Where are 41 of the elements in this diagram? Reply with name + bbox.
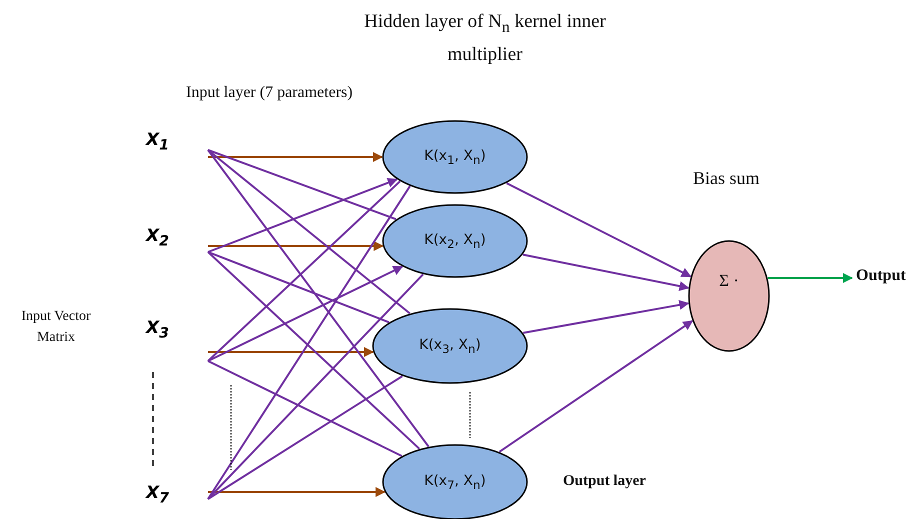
arrow — [208, 347, 374, 357]
connector-line — [207, 149, 430, 448]
connector-line — [207, 251, 420, 450]
arrow — [768, 273, 853, 283]
layer-label: Output layer — [563, 473, 646, 490]
arrow — [498, 320, 694, 453]
arrow — [208, 152, 383, 162]
connector-line — [208, 149, 396, 220]
kernel-label: K(x$_{2}$, X$_{n}$) — [424, 232, 486, 250]
input-variable: X$_{7}$ — [146, 483, 169, 506]
connector-line — [208, 360, 402, 457]
arrow — [208, 178, 398, 253]
output-label: Output — [856, 267, 906, 285]
node-caption: Bias sum — [693, 168, 760, 189]
input-variable: X$_{1}$ — [146, 130, 169, 154]
kernel-node — [382, 444, 528, 519]
connector-line — [207, 375, 403, 500]
input-variable: X$_{2}$ — [146, 226, 169, 250]
summation-node — [688, 240, 770, 352]
layer-label: Input Vector Matrix — [20, 308, 92, 347]
arrow — [208, 266, 404, 362]
input-variable: X$_{3}$ — [146, 318, 169, 342]
layer-label: Input layer (7 parameters) — [186, 84, 353, 102]
arrow — [522, 254, 690, 292]
kernel-label: K(x$_{1}$, X$_{n}$) — [424, 148, 486, 166]
arrow — [208, 487, 386, 497]
sum-symbol: Σ · — [719, 271, 739, 291]
connector-line — [208, 251, 390, 324]
connector-line — [207, 274, 424, 500]
kernel-node — [382, 120, 528, 194]
connector-line — [207, 149, 410, 314]
kernel-node — [382, 204, 528, 278]
diagram-title: Hidden layer of N$_{n}$ kernel inner multiplier — [363, 10, 607, 67]
kernel-label: K(x$_{3}$, X$_{n}$) — [419, 336, 481, 356]
kernel-node — [372, 308, 528, 384]
arrow — [208, 241, 384, 251]
connector-line — [207, 180, 401, 362]
connector-line — [207, 186, 411, 500]
arrow — [506, 182, 692, 278]
arrow — [523, 300, 690, 334]
kernel-label: K(x$_{7}$, X$_{n}$) — [424, 472, 486, 492]
